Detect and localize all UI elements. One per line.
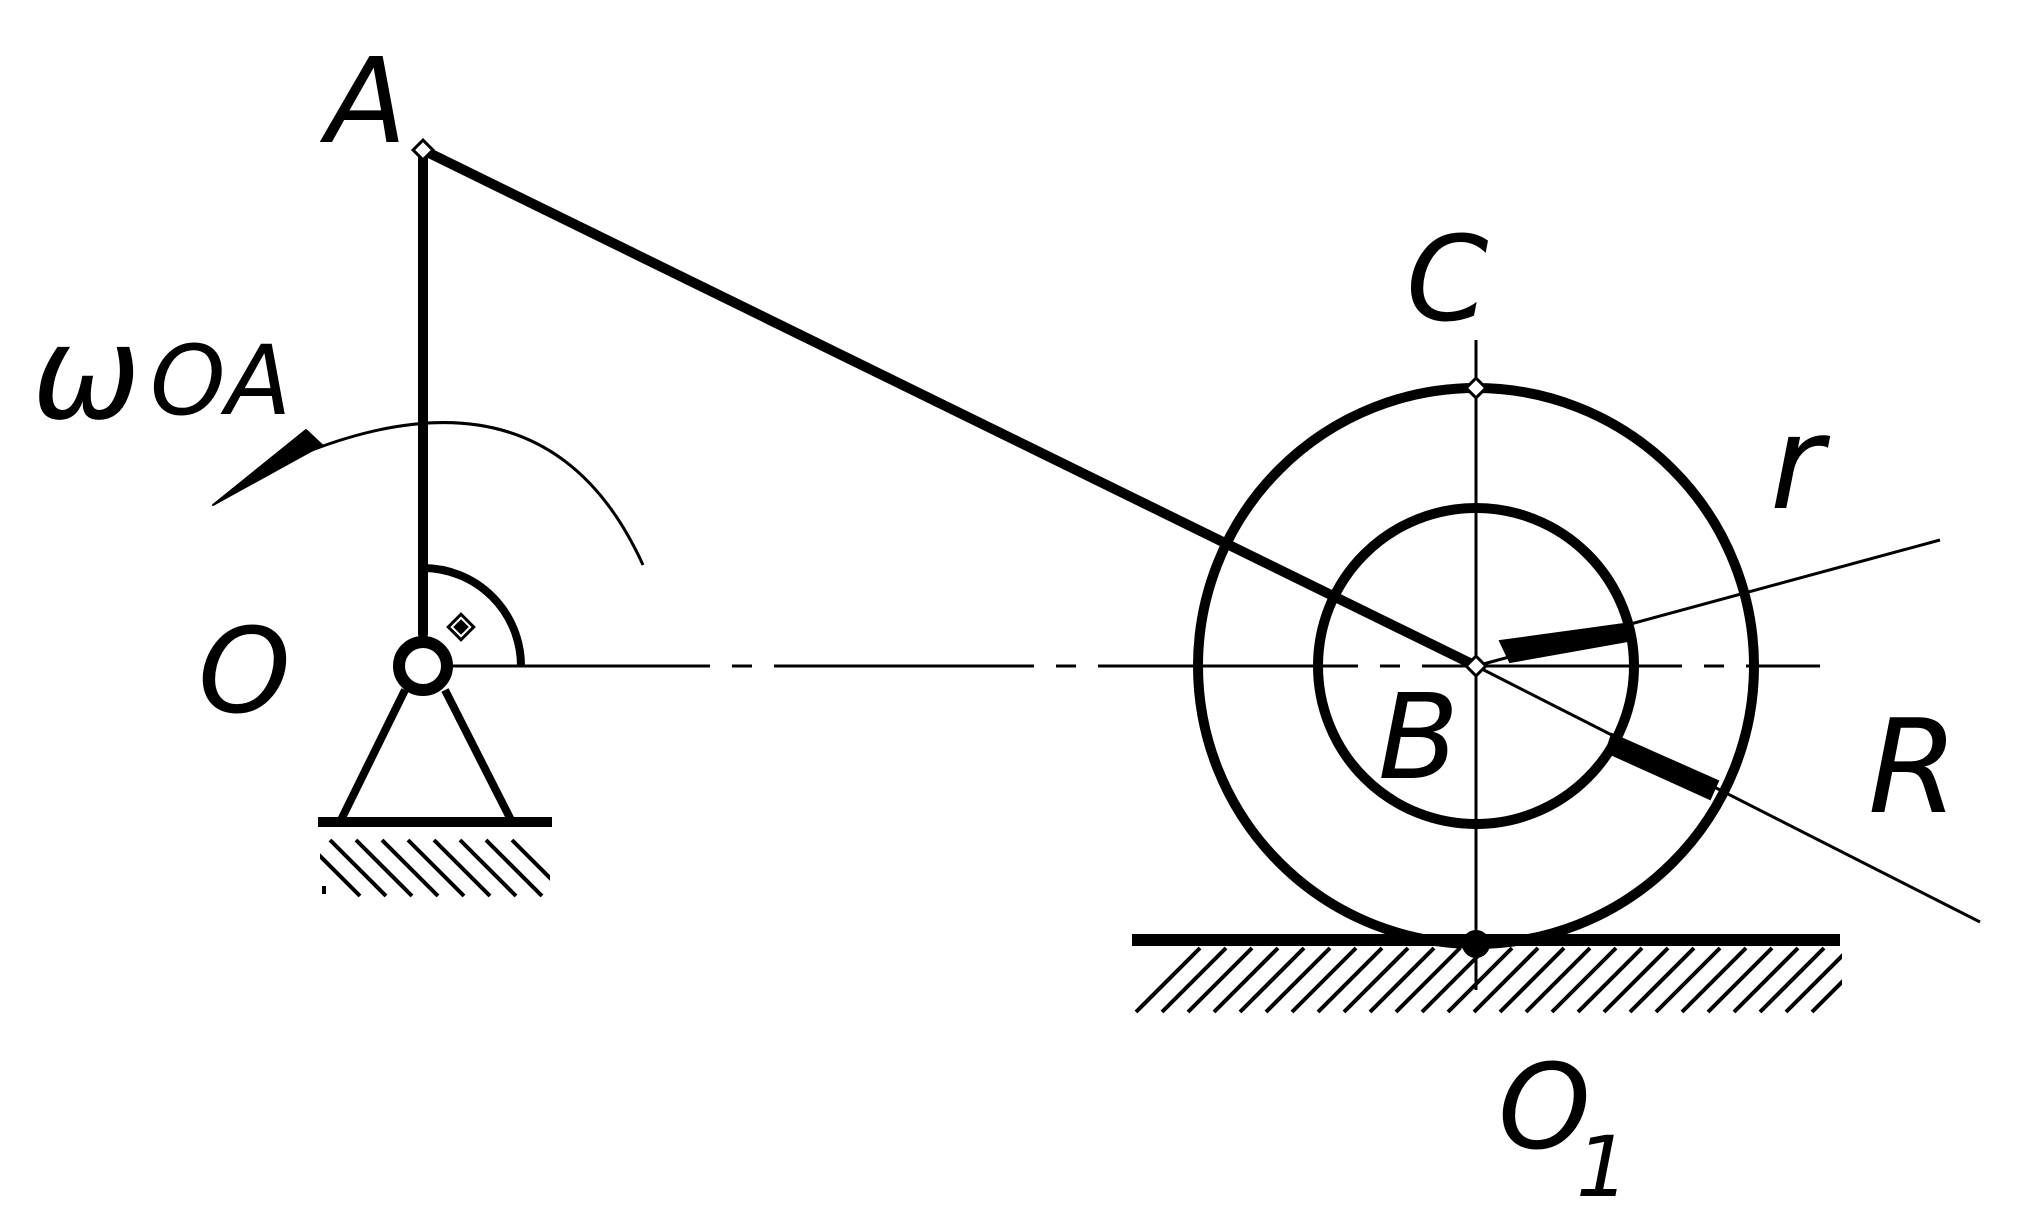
label-radius-r: r	[1770, 387, 1831, 539]
label-a: A	[319, 32, 407, 170]
right-angle-square-inner	[453, 619, 469, 635]
linkage	[418, 145, 1481, 671]
radius-r-arrowhead	[1498, 622, 1630, 664]
angular-velocity-arrow	[212, 421, 645, 566]
joint-b	[1463, 653, 1489, 679]
label-b: B	[1378, 668, 1459, 806]
rolling-surface	[1132, 934, 1842, 1014]
label-radius-R: R	[1868, 691, 1958, 843]
label-c: C	[1406, 210, 1488, 348]
omega-arrowhead	[212, 429, 323, 506]
right-angle-square-outer	[446, 612, 476, 642]
label-omega: ω	[32, 297, 141, 449]
surface-ground-hatch	[1134, 946, 1842, 1014]
label-o: O	[198, 602, 291, 740]
label-o1-subscript: 1	[1576, 1118, 1629, 1216]
connecting-rod-ab	[418, 145, 1481, 671]
label-o1: O	[1498, 1038, 1591, 1176]
contact-point-o1	[1462, 930, 1490, 958]
joints	[393, 137, 1490, 958]
omega-arc	[311, 421, 645, 566]
support-ground-hatch	[320, 838, 550, 898]
point-c-marker	[1463, 375, 1489, 401]
right-angle-arc	[422, 564, 525, 667]
angle-marker	[422, 564, 525, 667]
joint-a	[410, 137, 436, 163]
labels: A O C B ω OA r R O 1	[32, 32, 1958, 1216]
support-leg-left	[336, 688, 409, 824]
radius-arrows	[1498, 622, 1720, 801]
fixed-support-o	[318, 688, 552, 898]
inner-circle-radius-r	[1313, 503, 1639, 829]
label-omega-subscript: OA	[150, 325, 291, 437]
support-leg-right	[441, 688, 516, 824]
pivot-o	[393, 636, 453, 696]
radius-R-arrowhead	[1604, 732, 1720, 801]
